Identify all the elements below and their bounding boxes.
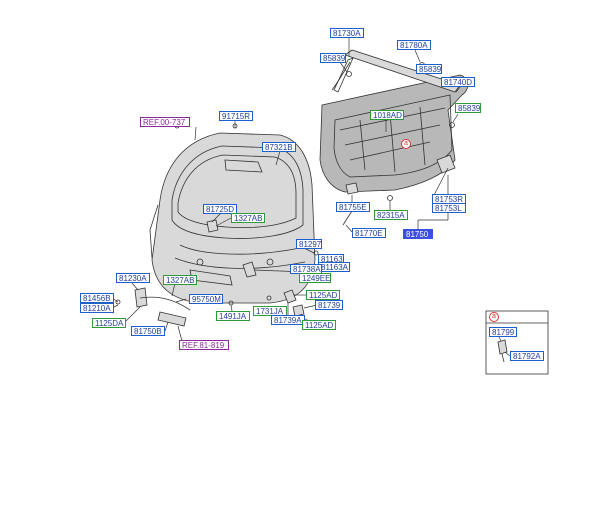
- label-1125AD-1[interactable]: 1125AD: [306, 290, 340, 300]
- label-81792A[interactable]: 81792A: [510, 351, 544, 361]
- label-91715R[interactable]: 91715R: [219, 111, 253, 121]
- label-95750M[interactable]: 95750M: [189, 294, 223, 304]
- label-85839-2[interactable]: 85839: [416, 64, 442, 74]
- label-81755E[interactable]: 81755E: [336, 202, 370, 212]
- detail-marker-a-box: a: [489, 312, 499, 322]
- label-81739[interactable]: 81739: [315, 300, 343, 310]
- label-81725D[interactable]: 81725D: [203, 204, 237, 214]
- label-1125AD-2[interactable]: 1125AD: [302, 320, 336, 330]
- detail-box-a: [485, 310, 549, 375]
- label-1125DA[interactable]: 1125DA: [92, 318, 126, 328]
- label-87321B[interactable]: 87321B: [262, 142, 296, 152]
- label-81750[interactable]: 81750: [403, 229, 433, 239]
- label-81799[interactable]: 81799: [489, 327, 517, 337]
- label-1327AB-1[interactable]: 1327AB: [231, 213, 265, 223]
- label-81770E[interactable]: 81770E: [352, 228, 386, 238]
- label-81739A[interactable]: 81739A: [271, 315, 305, 325]
- trim-panel-assembly: [319, 49, 469, 226]
- label-81740D[interactable]: 81740D: [441, 77, 475, 87]
- label-81210A[interactable]: 81210A: [80, 303, 114, 313]
- label-1327AB-2[interactable]: 1327AB: [163, 275, 197, 285]
- ref-81-819-link[interactable]: REF.81-819: [179, 340, 229, 350]
- label-1731JA[interactable]: 1731JA: [253, 306, 287, 316]
- label-81750B[interactable]: 81750B: [131, 326, 165, 336]
- detail-marker-a-main: a: [401, 139, 411, 149]
- ref-00-737-link[interactable]: REF.00-737: [140, 117, 190, 127]
- label-85839-1[interactable]: 85839: [320, 53, 346, 63]
- label-1491JA[interactable]: 1491JA: [216, 311, 250, 321]
- label-81230A[interactable]: 81230A: [116, 273, 150, 283]
- label-81297[interactable]: 81297: [296, 239, 322, 249]
- label-81730A[interactable]: 81730A: [330, 28, 364, 38]
- label-81780A[interactable]: 81780A: [397, 40, 431, 50]
- label-81456B[interactable]: 81456B: [80, 293, 114, 303]
- label-81753L[interactable]: 81753L: [432, 203, 466, 213]
- label-85839-3[interactable]: 85839: [455, 103, 481, 113]
- label-81163A[interactable]: 81163A: [318, 262, 350, 272]
- label-1018AD[interactable]: 1018AD: [370, 110, 404, 120]
- label-1249EE[interactable]: 1249EE: [299, 273, 331, 283]
- label-82315A[interactable]: 82315A: [374, 210, 408, 220]
- latch-parts: [115, 123, 319, 327]
